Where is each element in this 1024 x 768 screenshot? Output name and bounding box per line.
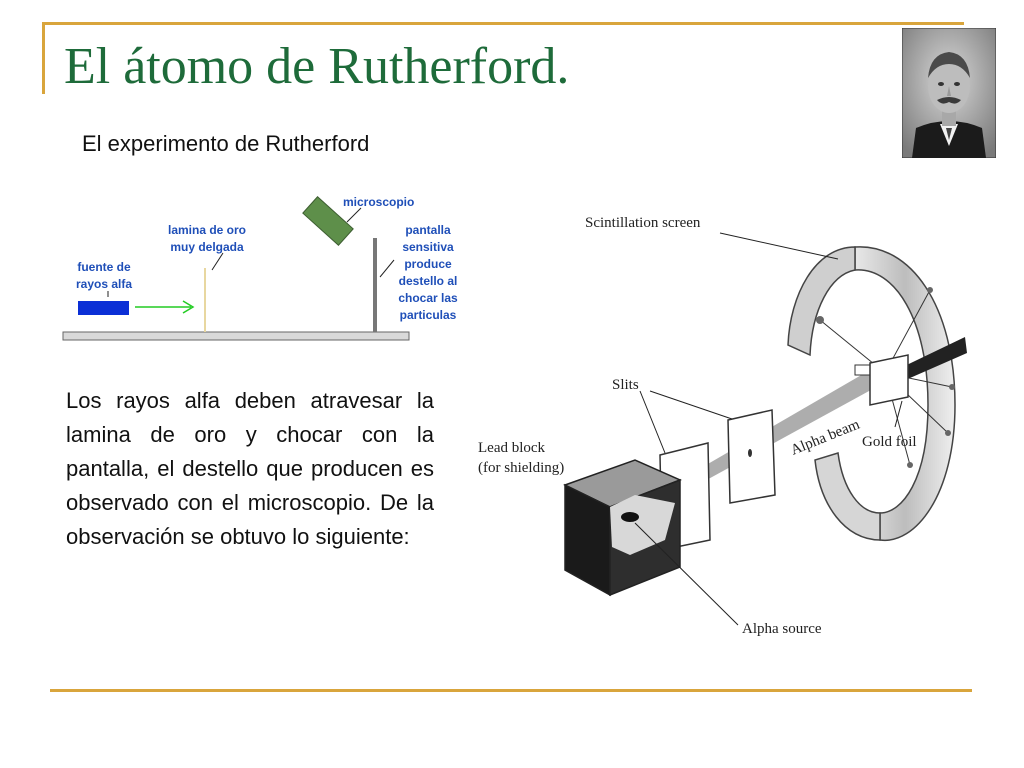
scintillation-ring-bottom bbox=[814, 452, 881, 541]
pointer-gold bbox=[894, 400, 903, 428]
scintillation-flash bbox=[949, 384, 955, 390]
label-scintillation-screen: Scintillation screen bbox=[585, 215, 701, 231]
scintillation-flash bbox=[945, 430, 951, 436]
arrow-head bbox=[182, 300, 195, 314]
top-rule bbox=[42, 22, 964, 25]
label-slits: Slits bbox=[612, 377, 639, 393]
pointer-slit-rear bbox=[649, 390, 733, 420]
label-alpha-source: Alpha source bbox=[742, 621, 822, 637]
pointer-source bbox=[634, 522, 739, 626]
scintillation-flash bbox=[816, 316, 824, 324]
experiment-schematic: microscopio lamina de oro muy delgada fu… bbox=[62, 195, 458, 341]
body-paragraph: Los rayos alfa deben atravesar la lamina… bbox=[66, 388, 434, 549]
label-microscopio: microscopio bbox=[343, 195, 414, 209]
label-source-2: rayos alfa bbox=[76, 277, 132, 291]
scintillation-ring-top bbox=[787, 246, 856, 357]
pointer-slit-front bbox=[639, 390, 666, 454]
gold-foil bbox=[869, 354, 909, 406]
label-gold-foil: Gold foil bbox=[862, 434, 917, 450]
slide-title: El átomo de Rutherford. bbox=[64, 38, 570, 95]
label-screen-1: pantalla bbox=[405, 223, 451, 237]
slit-hole bbox=[748, 449, 752, 457]
label-screen-2: sensitiva bbox=[402, 240, 454, 254]
bottom-rule bbox=[50, 689, 972, 692]
pointer-screen bbox=[719, 232, 839, 260]
label-screen-4: destello al bbox=[399, 274, 458, 288]
microscope-pointer bbox=[346, 207, 362, 223]
alpha-source-block bbox=[78, 301, 129, 315]
sensitive-screen bbox=[373, 238, 377, 332]
slit-plate-rear bbox=[727, 409, 776, 504]
rutherford-portrait-icon bbox=[902, 28, 996, 158]
label-screen-3: produce bbox=[404, 257, 452, 271]
label-lead-block-2: (for shielding) bbox=[478, 460, 564, 476]
base-platform bbox=[62, 331, 410, 341]
transmitted-beam bbox=[890, 337, 967, 385]
scintillation-flash bbox=[927, 287, 933, 293]
scintillation-flash bbox=[907, 462, 913, 468]
screen-pointer bbox=[379, 259, 395, 278]
microscope-icon bbox=[302, 196, 354, 246]
foil-pointer bbox=[211, 252, 224, 271]
alpha-source bbox=[621, 512, 639, 522]
left-rule bbox=[42, 22, 45, 94]
apparatus-diagram: Scintillation screen Slits Lead block (f… bbox=[478, 215, 967, 637]
label-screen-5: chocar las bbox=[398, 291, 458, 305]
label-source-1: fuente de bbox=[77, 260, 131, 274]
label-foil-2: muy delgada bbox=[170, 240, 244, 254]
label-lead-block-1: Lead block bbox=[478, 440, 546, 456]
slide-subtitle: El experimento de Rutherford bbox=[82, 131, 370, 156]
lead-block-cutaway bbox=[610, 495, 675, 555]
label-screen-6: particulas bbox=[400, 308, 457, 322]
label-foil-1: lamina de oro bbox=[168, 223, 246, 237]
